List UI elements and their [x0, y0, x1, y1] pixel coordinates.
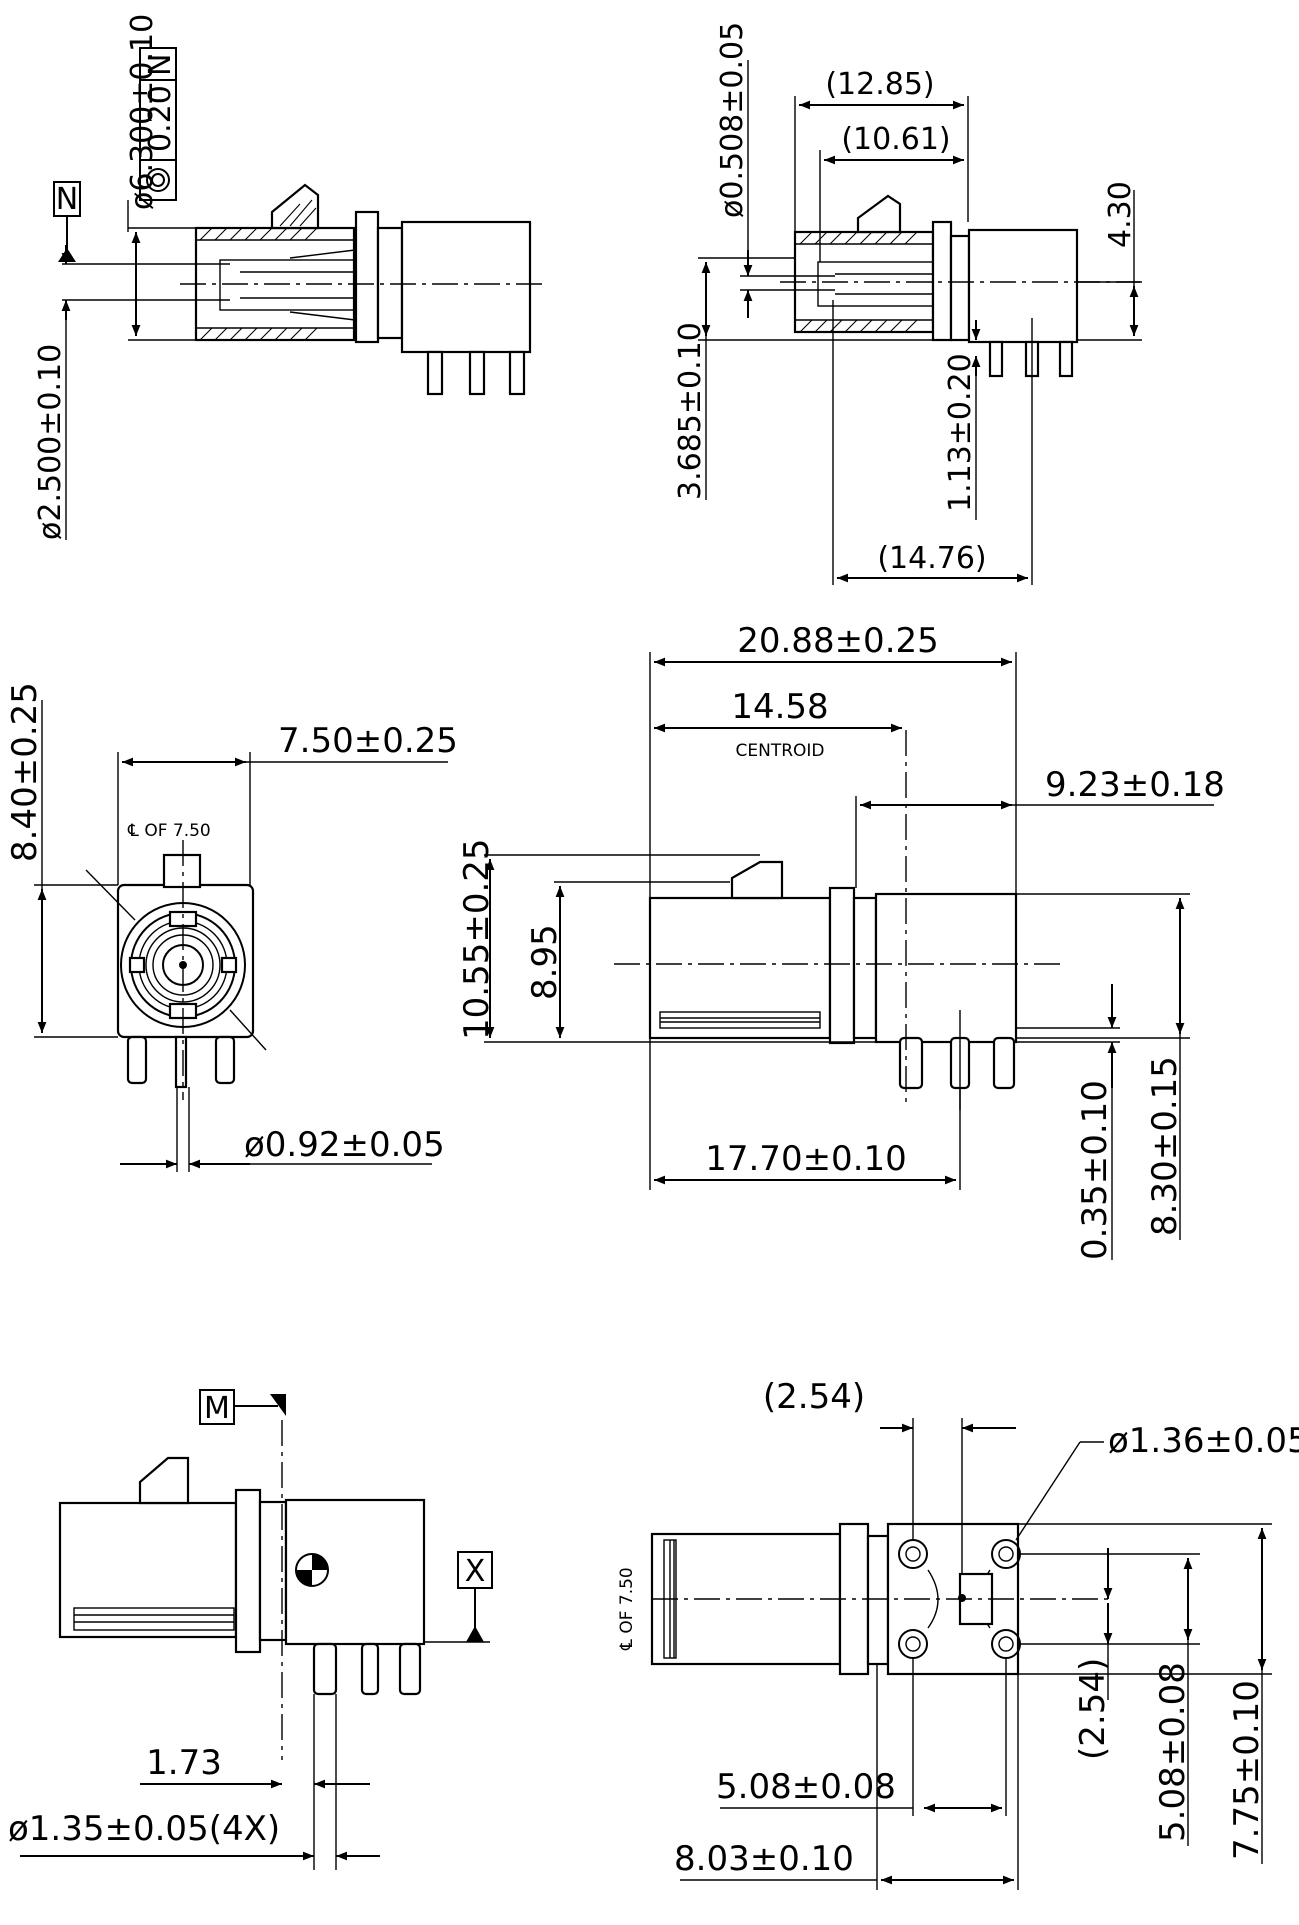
- view-6-bottom: ℄ OF 7.50 (2.54) ø1.36±0.05( (2.54) 5.08…: [617, 1377, 1299, 1890]
- dim-9-23: 9.23±0.18: [1045, 765, 1225, 805]
- dim-8-95: 8.95: [525, 924, 565, 1000]
- dim-8-30: 8.30±0.15: [1145, 1056, 1185, 1236]
- dim-hole-dia-6: ø1.36±0.05(: [1108, 1421, 1299, 1461]
- flange-inner: [866, 1534, 890, 1666]
- pin: [508, 350, 526, 396]
- dim-2-54-top: (2.54): [763, 1377, 865, 1417]
- jack-body: [967, 228, 1079, 344]
- center-pin: [179, 961, 187, 969]
- dim-1-73: 1.73: [146, 1743, 222, 1783]
- dim-4-30: 4.30: [1103, 181, 1138, 248]
- front-latch: [162, 853, 202, 889]
- dim-inner-dia: ø2.500±0.10: [33, 344, 68, 540]
- centerline-note: ℄ OF 7.50: [617, 1567, 637, 1651]
- post: [214, 1035, 236, 1085]
- center-post: [174, 1035, 188, 1089]
- dim-hole-dia: ø1.35±0.05(4X): [8, 1809, 280, 1849]
- view-3-front: 7.50±0.25 8.40±0.25 ℄ OF 7.50 ø0.92±0.05: [5, 682, 458, 1172]
- hatching: [199, 227, 318, 341]
- fcf-tolerance: 0.20: [143, 85, 178, 152]
- dim-8-03: 8.03±0.10: [674, 1839, 854, 1879]
- dim-pin-dia: ø0.508±0.05: [715, 22, 750, 218]
- dim-17-70: 17.70±0.10: [705, 1139, 907, 1179]
- dim-12-85: (12.85): [825, 67, 934, 102]
- pin: [398, 1642, 422, 1696]
- datum-triangle: [466, 1626, 484, 1642]
- centerline-note: ℄ OF 7.50: [127, 821, 211, 841]
- dim-5-08-b: 5.08±0.08: [1153, 1662, 1193, 1842]
- dim-8-40: 8.40±0.25: [5, 682, 45, 862]
- dim-0-35: 0.35±0.10: [1075, 1080, 1115, 1260]
- dim-2-54-side: (2.54): [1073, 1658, 1113, 1760]
- dim-5-08-a: 5.08±0.08: [716, 1767, 896, 1807]
- datum-triangle: [58, 248, 76, 262]
- pin: [988, 340, 1004, 378]
- flange: [931, 220, 953, 342]
- hatching: [799, 231, 918, 333]
- flange-inner: [852, 896, 878, 1040]
- dim-3-685: 3.685±0.10: [673, 322, 708, 500]
- view-1-section: N ø6.300±0.10 0.20 N ø2.500±0.10: [33, 14, 542, 540]
- datum-m: M: [204, 1391, 230, 1426]
- pin: [992, 1036, 1016, 1090]
- flange: [828, 886, 856, 1045]
- datum-n: N: [56, 182, 78, 217]
- dim-7-50: 7.50±0.25: [278, 721, 458, 761]
- latch: [730, 860, 784, 900]
- pin: [898, 1036, 924, 1090]
- post: [126, 1035, 148, 1085]
- fcf-datum: N: [143, 54, 178, 76]
- latch: [138, 1456, 190, 1505]
- dim-post-dia: ø0.92±0.05: [244, 1125, 445, 1165]
- dim-1-13: 1.13±0.20: [943, 353, 978, 512]
- dim-10-61: (10.61): [841, 122, 950, 157]
- centroid-label: CENTROID: [735, 741, 824, 761]
- pin: [1058, 340, 1074, 378]
- latch: [270, 183, 320, 230]
- view-2-section: (12.85) (10.61) ø0.508±0.05 3.685±0.10 4…: [673, 22, 1142, 585]
- plug-body: [58, 1501, 238, 1639]
- dim-outer-dia: ø6.300±0.10: [125, 14, 160, 210]
- datum-x: X: [465, 1554, 486, 1589]
- dim-14-58: 14.58: [731, 687, 828, 727]
- flange-inner: [949, 234, 971, 342]
- dim-14-76: (14.76): [877, 541, 986, 576]
- jack-body: [874, 892, 1018, 1044]
- pin: [360, 1642, 380, 1696]
- view-5-side: M X 1.73 ø1.35±0.05(4X): [8, 1389, 493, 1870]
- dim-20-88: 20.88±0.25: [737, 621, 939, 661]
- dim-10-55: 10.55±0.25: [457, 838, 497, 1040]
- flange: [354, 210, 380, 344]
- pin: [312, 1642, 338, 1696]
- concentricity-icon: [146, 168, 170, 192]
- flange: [234, 1488, 262, 1654]
- dim-7-75: 7.75±0.10: [1227, 1680, 1267, 1860]
- pin: [426, 350, 444, 396]
- plug-body: [648, 896, 832, 1040]
- concentricity-frame: 0.20 N: [139, 47, 178, 201]
- jack-body: [400, 220, 532, 354]
- pin: [468, 350, 486, 396]
- view-4-side: 20.88±0.25 14.58 CENTROID 9.23±0.18 10.5…: [457, 621, 1225, 1260]
- flange-inner: [376, 226, 404, 340]
- latch: [856, 194, 902, 234]
- datum-triangle: [270, 1394, 286, 1416]
